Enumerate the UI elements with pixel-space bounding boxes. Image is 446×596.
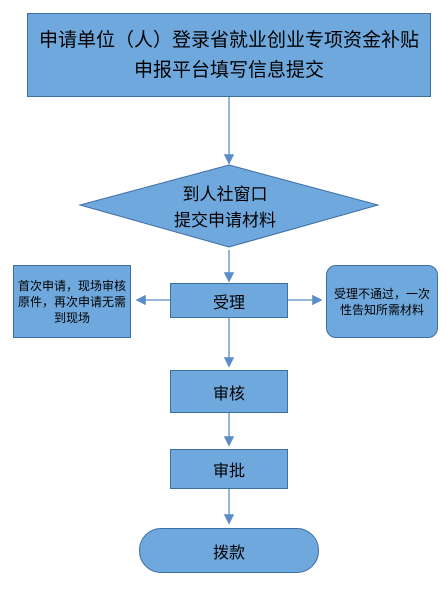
decision-line-2: 提交申请材料 [174,211,276,231]
disburse-terminator: 拨款 [139,528,319,573]
right-note-box: 受理不通过，一次性告知所需材料 [326,265,438,338]
disburse-label: 拨款 [212,542,245,562]
start-box: 申请单位（人）登录省就业创业专项资金补贴申报平台填写信息提交 [27,13,431,97]
start-text: 申请单位（人）登录省就业创业专项资金补贴申报平台填写信息提交 [38,29,419,81]
right-note-text: 受理不通过，一次性告知所需材料 [333,286,430,317]
approve-label: 审批 [212,461,245,480]
decision-diamond [78,164,380,248]
review-label: 审核 [212,383,245,403]
approve-box: 审批 [170,449,288,489]
accept-label: 受理 [212,292,245,312]
decision-label: 到人社窗口 提交申请材料 [80,182,370,234]
review-box: 审核 [170,370,288,413]
decision-line-1: 到人社窗口 [182,185,268,205]
left-note-text: 首次申请，现场审核原件，再次申请无需到现场 [18,278,127,325]
left-note-box: 首次申请，现场审核原件，再次申请无需到现场 [13,265,131,338]
accept-box: 受理 [170,283,288,318]
